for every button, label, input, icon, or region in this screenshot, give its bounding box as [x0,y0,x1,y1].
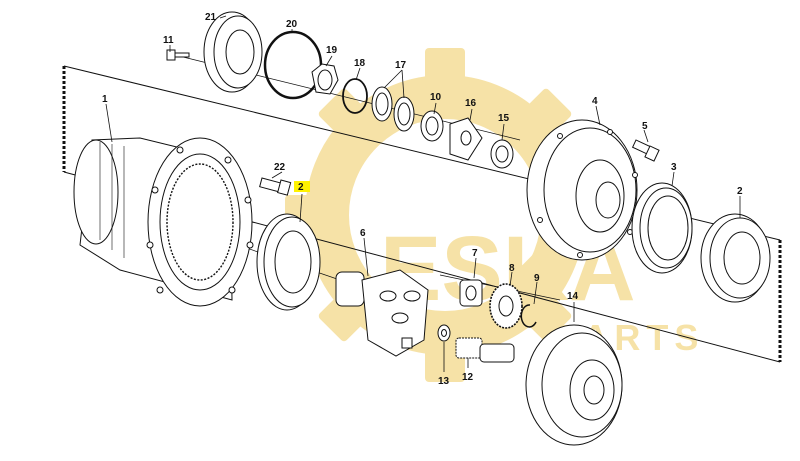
part-bearing-2-right [700,213,771,303]
highlight-marker [294,181,310,192]
callout-17[interactable]: 17 [395,60,407,71]
part-washer-15 [490,139,514,169]
part-bearing-2-left [256,213,321,311]
part-planet-carrier-6 [335,269,429,357]
part-snap-ring-18 [342,78,368,114]
part-cover-14 [525,324,623,446]
part-bolt-22 [259,177,292,196]
callout-20[interactable]: 20 [286,19,298,30]
callout-8[interactable]: 8 [509,263,515,274]
part-sun-shaft-12 [455,337,515,363]
part-o-ring-20 [263,30,323,100]
callout-3[interactable]: 3 [671,162,677,173]
part-bearing-17 [371,86,415,132]
callout-19[interactable]: 19 [326,45,338,56]
part-circlip-9 [520,304,537,328]
callout-7[interactable]: 7 [472,248,478,259]
callout-12[interactable]: 12 [462,372,474,383]
part-cover-21 [203,11,263,93]
callout-11[interactable]: 11 [163,35,174,46]
part-hub-4 [526,119,638,261]
leader-lines [105,15,741,372]
callout-2-highlighted[interactable]: 2 [298,182,304,193]
callout-16[interactable]: 16 [465,98,477,109]
callout-1[interactable]: 1 [102,94,108,105]
callout-labels: 1 2 2 3 4 5 6 7 8 9 10 11 12 13 14 15 16… [102,12,743,387]
callout-10[interactable]: 10 [430,92,442,103]
part-bearing-7 [459,279,483,307]
callout-22[interactable]: 22 [274,162,286,173]
part-plate-16 [449,117,483,161]
callout-4[interactable]: 4 [592,96,598,107]
part-seal-3 [631,182,693,274]
part-washer-13 [437,324,451,342]
callout-9[interactable]: 9 [534,273,540,284]
callout-21[interactable]: 21 [205,12,217,23]
callout-5[interactable]: 5 [642,121,648,132]
part-nut-19 [311,63,339,95]
part-planet-gear-8 [489,283,523,329]
part-housing [73,137,254,307]
callout-2-right[interactable]: 2 [737,186,743,197]
callout-6[interactable]: 6 [360,228,366,239]
callout-13[interactable]: 13 [438,376,450,387]
callout-14[interactable]: 14 [567,291,579,302]
part-screw-11 [166,49,190,61]
part-bolt-5 [631,139,660,162]
part-washer-10 [420,110,444,142]
callout-18[interactable]: 18 [354,58,366,69]
callout-15[interactable]: 15 [498,113,510,124]
